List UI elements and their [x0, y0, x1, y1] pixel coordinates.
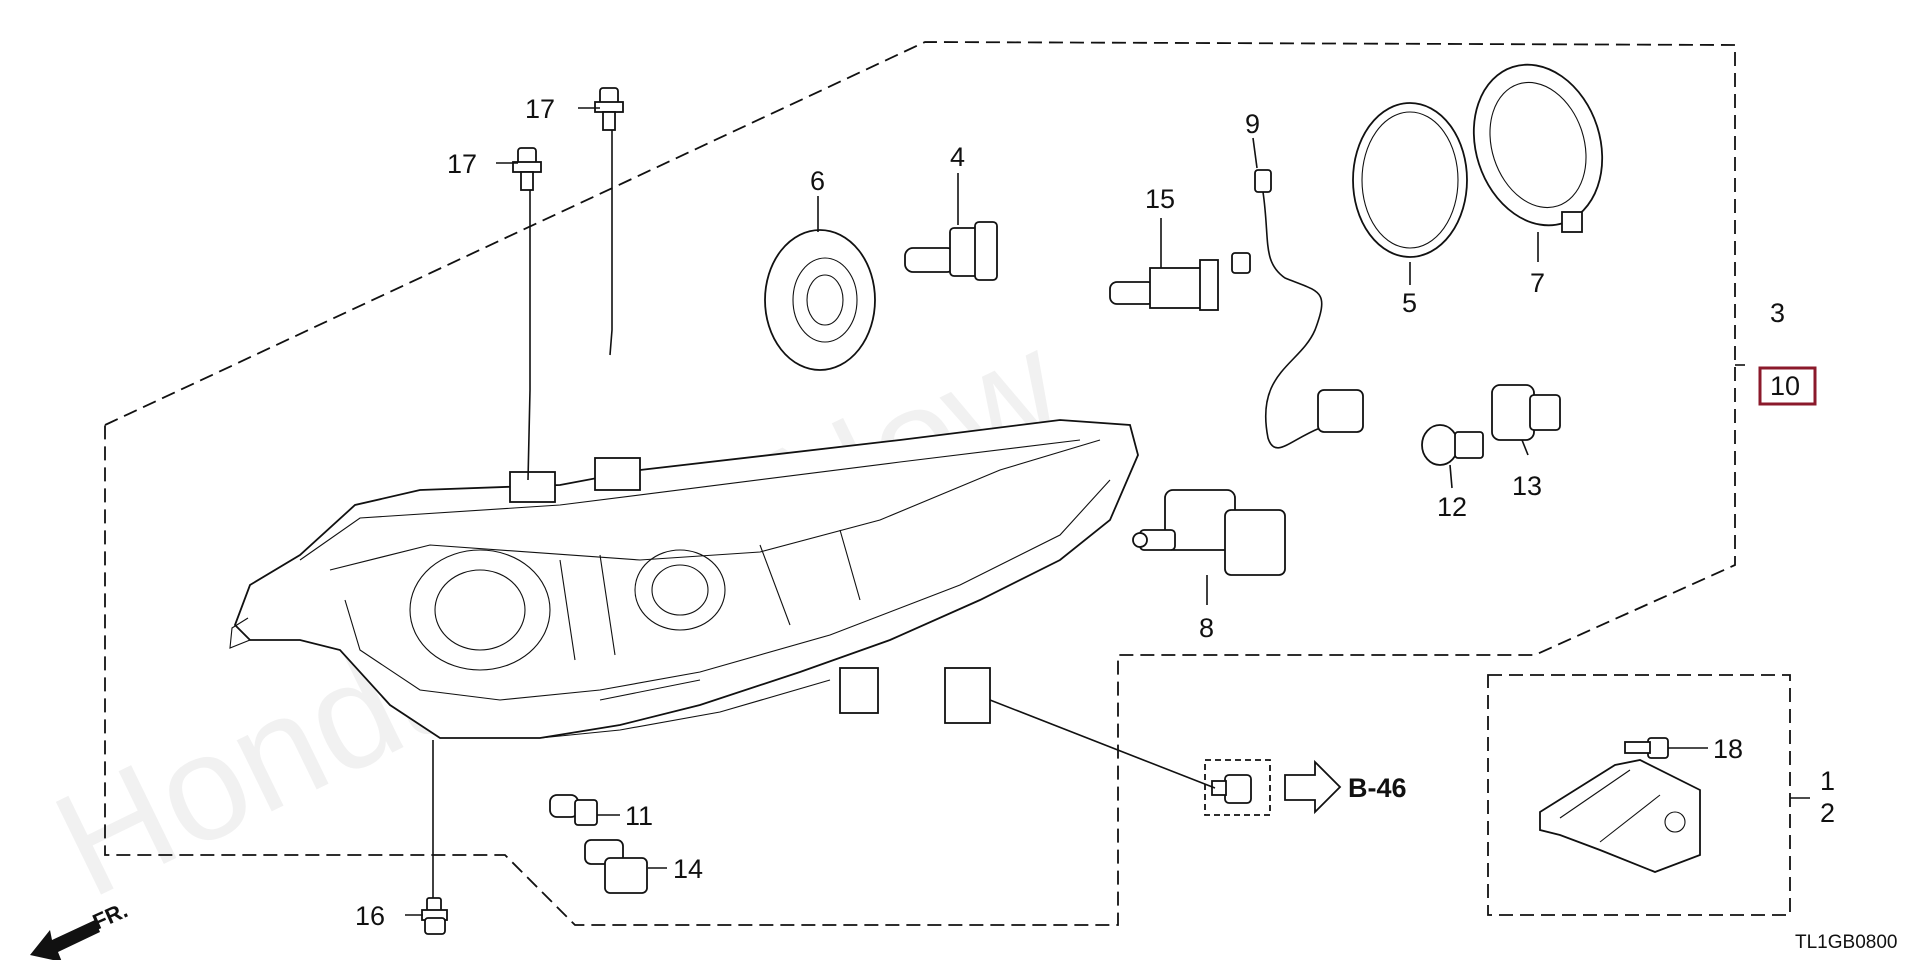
reference-label[interactable]: B-46: [1348, 773, 1407, 803]
reference-bolt-box: [1204, 759, 1271, 816]
callout-4: 4: [950, 142, 965, 172]
callout-10-highlight-box: [1758, 366, 1817, 406]
reference-arrow: [1284, 759, 1342, 815]
callout-14: 14: [673, 854, 703, 884]
front-direction-arrow: FR.: [30, 897, 131, 960]
part-14-socket[interactable]: [584, 839, 648, 894]
part-8-actuator[interactable]: [1132, 489, 1286, 576]
assembly-group-boundary: [104, 41, 1736, 926]
callout-7: 7: [1530, 268, 1545, 298]
callout-8: 8: [1199, 613, 1214, 643]
part-15-bulb[interactable]: [1109, 259, 1219, 311]
callout-6: 6: [810, 166, 825, 196]
callout-11: 11: [625, 801, 653, 831]
part-11-bulb[interactable]: [549, 794, 598, 826]
callout-16: 16: [355, 901, 385, 931]
callout-3: 3: [1770, 298, 1785, 328]
part-5-seal-ring[interactable]: [1352, 102, 1468, 258]
part-17-screw-lower[interactable]: [512, 147, 542, 191]
bracket-group-boundary: [1487, 674, 1791, 916]
part-17-screw-upper[interactable]: [594, 87, 624, 131]
callout-2: 2: [1820, 798, 1835, 828]
callout-15: 15: [1145, 184, 1175, 214]
callout-5: 5: [1402, 288, 1417, 318]
part-7-cap[interactable]: [1454, 48, 1623, 242]
leader-lines: [405, 107, 1810, 916]
callout-9: 9: [1245, 109, 1260, 139]
reference-nut[interactable]: [1211, 774, 1252, 804]
part-13-socket[interactable]: [1491, 384, 1561, 441]
part-16-screw[interactable]: [421, 897, 448, 935]
callout-12: 12: [1437, 492, 1467, 522]
headlight-housing[interactable]: [229, 419, 1139, 739]
part-4-bulb[interactable]: [904, 221, 998, 281]
callout-13: 13: [1512, 471, 1542, 501]
drawing-code: TL1GB0800: [1795, 932, 1897, 953]
part-6-cover[interactable]: [764, 229, 876, 371]
part-9-wire-harness[interactable]: [1231, 169, 1364, 449]
callout-18: 18: [1713, 734, 1743, 764]
callout-10: 10: [1770, 371, 1800, 401]
callout-17-upper: 17: [525, 94, 555, 124]
callout-1: 1: [1820, 766, 1835, 796]
part-12-bulb[interactable]: [1421, 424, 1484, 466]
part-1-2-bracket[interactable]: [1539, 759, 1701, 873]
part-18-screw[interactable]: [1624, 737, 1669, 759]
callout-17-lower: 17: [447, 149, 477, 179]
